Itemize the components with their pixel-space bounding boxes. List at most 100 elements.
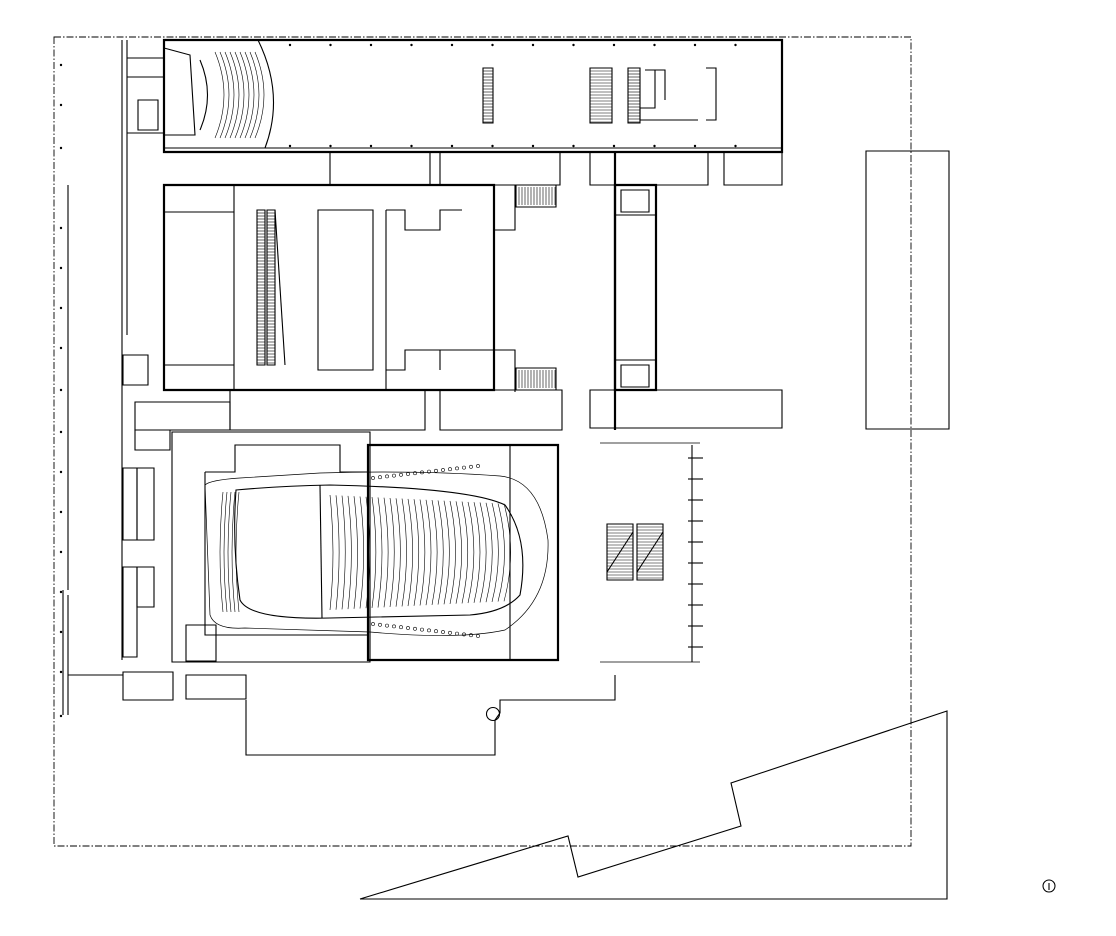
facade-column — [59, 63, 63, 67]
seat-row — [330, 495, 333, 610]
column — [491, 43, 494, 47]
column — [693, 43, 697, 47]
seat-row — [378, 497, 382, 607]
seat-row — [250, 52, 259, 138]
seat-row — [462, 502, 468, 604]
seat-row — [240, 52, 249, 138]
facade-column — [59, 388, 63, 392]
seat-row — [225, 52, 234, 138]
column-marker — [487, 708, 500, 721]
vertical-circulation-core — [615, 152, 656, 430]
column — [288, 144, 292, 148]
column — [653, 144, 656, 148]
facade-column — [59, 346, 63, 350]
facade-column — [59, 590, 63, 594]
seat-row — [492, 503, 498, 602]
plaza-outline — [360, 711, 947, 899]
site-boundary — [54, 37, 911, 846]
facade-column — [59, 670, 63, 674]
facade-column — [59, 266, 63, 270]
seat-row — [348, 496, 351, 609]
seat-bank — [257, 210, 265, 365]
seat-row — [474, 502, 480, 603]
seat-row — [486, 503, 492, 602]
seat-row — [230, 52, 239, 138]
column — [653, 43, 656, 47]
facade-column — [59, 550, 63, 554]
seat-row — [504, 504, 511, 602]
column — [531, 144, 535, 148]
column — [410, 144, 413, 148]
column — [329, 144, 332, 148]
column — [450, 144, 454, 148]
seat-row — [354, 496, 358, 609]
column — [572, 43, 575, 47]
facade-column — [59, 306, 63, 310]
facade-column — [59, 470, 63, 474]
seat-row — [366, 497, 370, 608]
seat-row — [220, 52, 229, 138]
seat-row — [456, 501, 462, 603]
bench-stack — [590, 68, 612, 123]
facade-column — [59, 630, 63, 634]
seat-row — [336, 495, 339, 609]
column — [410, 43, 413, 47]
seat-row — [245, 52, 254, 138]
seat-bank — [267, 210, 275, 365]
column — [369, 144, 373, 148]
seat-row — [432, 500, 437, 605]
seat-row — [342, 496, 345, 610]
seat-row — [402, 499, 407, 607]
facade-column — [59, 430, 63, 434]
main-auditorium — [172, 432, 558, 662]
column — [450, 43, 454, 47]
seat-row — [235, 52, 244, 138]
seat-row — [255, 52, 264, 138]
seat-row — [420, 500, 425, 606]
west-facade — [59, 63, 63, 718]
facade-column — [59, 714, 63, 718]
stair-unit — [607, 524, 633, 580]
column — [329, 43, 332, 47]
seat-row — [215, 52, 224, 138]
seat-row — [408, 499, 413, 606]
column — [734, 144, 737, 148]
column — [491, 144, 494, 148]
rehearsal-hall — [164, 185, 556, 392]
seat-row — [396, 498, 400, 606]
seat-row — [498, 503, 505, 601]
column — [693, 144, 697, 148]
seat-row — [426, 500, 431, 605]
seat-row — [480, 503, 486, 603]
seat-row — [360, 497, 364, 609]
side-annex — [866, 151, 949, 429]
column — [612, 43, 616, 47]
seat-row — [384, 498, 388, 608]
facade-column — [59, 103, 63, 107]
seat-row — [450, 501, 456, 604]
column — [734, 43, 737, 47]
facade-column — [59, 146, 63, 150]
seat-row — [390, 498, 394, 607]
column — [531, 43, 535, 47]
seat-row — [372, 497, 376, 608]
stage — [600, 443, 703, 662]
facade-column — [59, 226, 63, 230]
south-enclosure — [246, 675, 615, 755]
north-marker-icon — [1043, 880, 1055, 892]
bench-stack — [628, 68, 640, 123]
seat-row — [414, 499, 419, 606]
seat-row — [438, 500, 443, 604]
seat-row — [468, 502, 474, 603]
lobby-north — [330, 152, 782, 185]
column — [288, 43, 292, 47]
column — [572, 144, 575, 148]
column — [369, 43, 373, 47]
seat-row — [444, 501, 449, 605]
column — [612, 144, 616, 148]
studio-theatre — [127, 40, 782, 152]
stair-unit — [637, 524, 663, 580]
bench-stack — [483, 68, 493, 123]
facade-column — [59, 510, 63, 514]
